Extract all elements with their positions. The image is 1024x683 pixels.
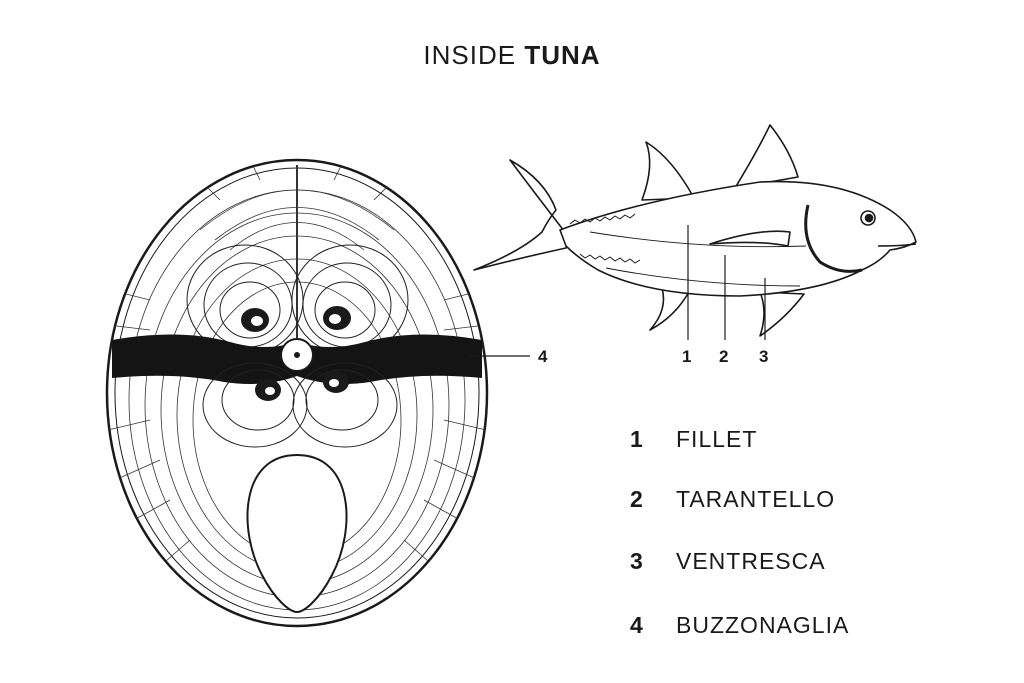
pectoral-fin xyxy=(709,230,791,247)
callout-1: 1 xyxy=(682,347,691,366)
callout-4: 4 xyxy=(538,347,548,366)
upper-loin-core-marks xyxy=(251,314,341,326)
title-bold: TUNA xyxy=(524,40,601,70)
legend-number: 3 xyxy=(630,548,644,574)
mouth xyxy=(877,243,917,247)
belly-cavity xyxy=(246,453,348,614)
title-regular: INSIDE xyxy=(423,40,517,70)
legend-number: 2 xyxy=(630,486,644,512)
callout-2: 2 xyxy=(719,347,728,366)
first-dorsal-fin xyxy=(734,124,799,189)
second-dorsal-fin xyxy=(641,141,695,201)
pupil xyxy=(864,213,874,223)
legend-number: 1 xyxy=(630,426,644,452)
tuna-fish xyxy=(473,124,917,337)
spine-center xyxy=(294,352,300,358)
legend-number: 4 xyxy=(630,612,644,638)
diagram-title: INSIDE TUNA xyxy=(0,40,1024,71)
legend-label: TARANTELLO xyxy=(676,486,836,512)
anal-fin xyxy=(649,287,691,331)
lateral-line xyxy=(589,231,807,248)
callout-3: 3 xyxy=(759,347,768,366)
caudal-fin xyxy=(473,159,569,271)
dorsal-finlets xyxy=(569,213,636,225)
pelvic-fin xyxy=(759,291,805,337)
gill-cover xyxy=(804,204,863,273)
legend-label: BUZZONAGLIA xyxy=(676,612,850,638)
tuna-cross-section xyxy=(105,158,489,628)
lower-loins xyxy=(202,362,398,448)
legend-label: VENTRESCA xyxy=(676,548,826,574)
lower-loin-core-marks xyxy=(265,379,339,395)
legend-label: FILLET xyxy=(676,426,758,452)
belly-line xyxy=(605,267,801,287)
ventral-finlets xyxy=(579,253,641,264)
